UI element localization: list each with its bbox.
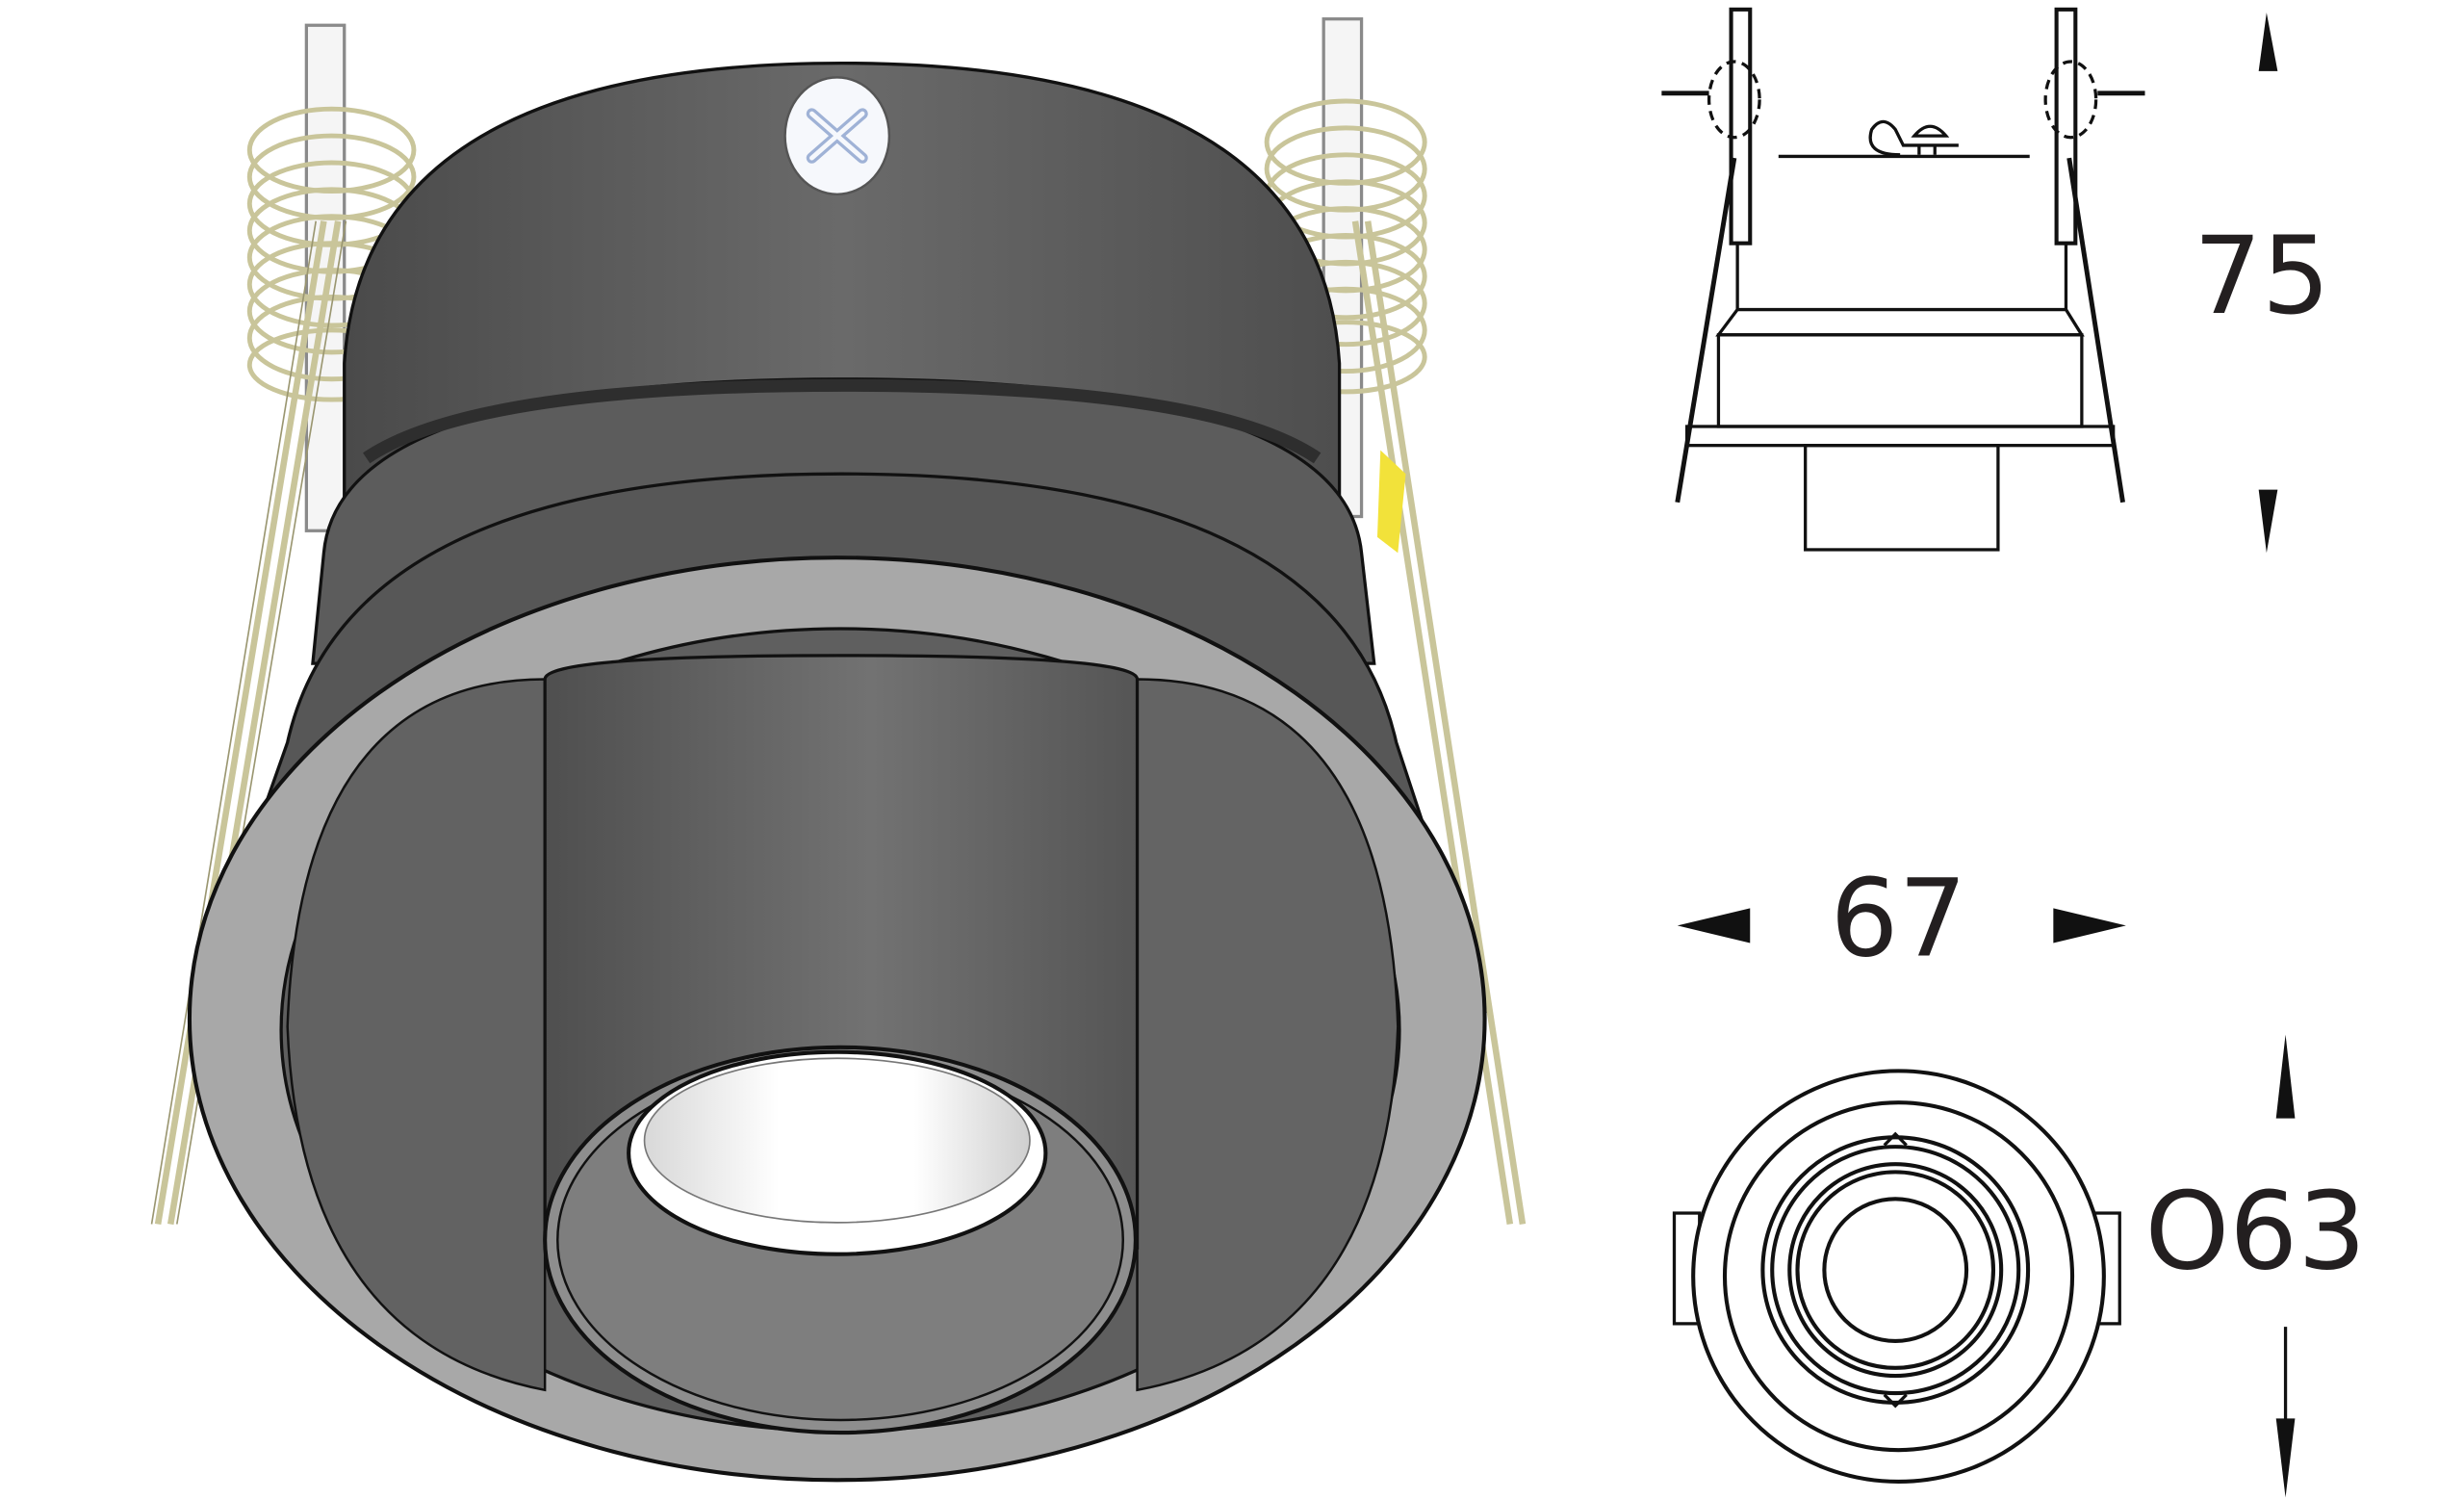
right-arrow-icon [2053,908,2126,943]
height-label: 75 [2194,214,2330,339]
right-clip-latch [1376,450,1406,554]
lens-highlight [643,1057,1031,1224]
side-elevation-view [1661,7,2145,552]
up-arrow-icon [2275,1034,2296,1119]
product-render [150,17,1527,1483]
left-arrow-icon [1677,908,1751,943]
screw-icon [783,76,891,196]
width-dimension: 67 [1677,857,2126,982]
front-outer-rim [1691,1069,2106,1485]
right-pin [2054,7,2078,246]
connector-clip-icon [1868,119,1959,157]
front-bezel-1 [1760,1135,2031,1405]
down-arrow-icon [2275,1418,2296,1498]
left-pin [1729,7,1753,246]
diameter-dimension: O63 [2144,1034,2366,1498]
front-notch-top [1883,1131,1908,1147]
front-notch-bottom [1883,1393,1908,1409]
left-spring-outline [1707,60,1761,140]
width-label: 67 [1831,857,1967,982]
side-tube [1804,444,2000,552]
side-body-taper [1715,307,2085,337]
right-spring-outline [2043,60,2098,140]
side-body [1716,333,2084,428]
down-arrow-icon [2258,489,2278,554]
up-arrow-icon [2258,13,2278,71]
height-dimension: 75 [2194,13,2330,554]
front-bezel-2 [1770,1145,2021,1396]
side-flange [1684,425,2116,448]
left-spring-leg [1675,157,1737,504]
front-lens [1822,1197,1969,1343]
front-view [1672,1069,2121,1485]
front-bezel-4 [1795,1170,1996,1370]
right-spring-leg [2066,157,2125,504]
housing-band-groove [363,378,1322,464]
front-inner-rim [1722,1100,2075,1453]
front-bezel-3 [1787,1162,2004,1379]
diameter-label: O63 [2144,1169,2366,1294]
